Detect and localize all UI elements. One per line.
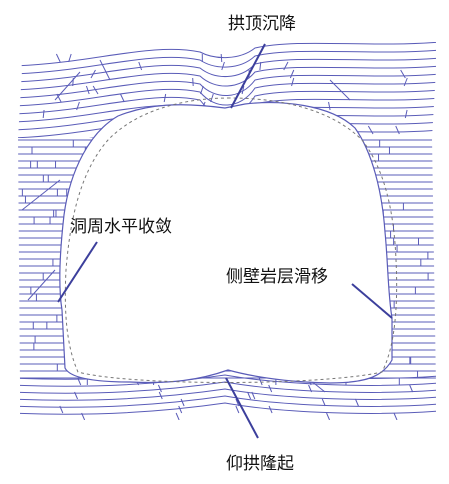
rock-joint xyxy=(210,93,214,103)
rock-joint xyxy=(26,142,27,150)
rock-joint xyxy=(404,109,408,119)
rock-bedding-line xyxy=(18,42,436,67)
rock-joint xyxy=(291,77,295,87)
rock-joint xyxy=(77,377,82,386)
rock-joint xyxy=(235,405,240,414)
rock-joint xyxy=(321,398,326,407)
rock-bedding-line xyxy=(18,49,436,75)
deformed-tunnel-opening xyxy=(59,102,393,384)
rock-joint xyxy=(61,142,66,150)
rock-bedding-line xyxy=(20,374,436,387)
rock-joint xyxy=(268,384,273,393)
rock-joint xyxy=(326,412,331,420)
convergence-leader xyxy=(57,241,98,303)
rock-fracture xyxy=(329,79,351,101)
rock-bedding-line xyxy=(18,81,436,107)
rock-joint xyxy=(158,391,163,400)
rock-joint xyxy=(42,109,45,119)
rock-joint xyxy=(393,412,398,420)
invert-heave-label: 仰拱隆起 xyxy=(226,454,294,474)
rock-joint xyxy=(92,85,99,95)
rock-joint xyxy=(178,405,183,414)
rock-joint xyxy=(68,53,72,63)
rock-joint xyxy=(85,85,90,95)
rock-fracture xyxy=(21,179,61,211)
rock-joint xyxy=(175,412,180,420)
invert-heave-leader xyxy=(225,377,259,439)
convergence-label: 洞周水平收敛 xyxy=(70,217,172,237)
rock-joint xyxy=(354,398,359,407)
rock-joint xyxy=(76,101,80,111)
rock-bedding-line xyxy=(18,73,436,99)
rock-joint xyxy=(90,69,96,79)
rock-joint xyxy=(241,85,245,95)
rock-fracture xyxy=(54,71,81,101)
rock-joint xyxy=(268,405,273,414)
rock-joint xyxy=(409,384,414,393)
rock-bedding-line xyxy=(20,395,436,408)
rock-joint xyxy=(55,53,61,63)
sidewall-slip-leader xyxy=(351,283,393,319)
crown-settlement-label: 拱顶沉降 xyxy=(228,14,296,34)
rock-joint xyxy=(247,391,252,400)
rock-bedding-line xyxy=(20,388,436,401)
rock-bedding-line xyxy=(18,65,436,91)
rock-joint xyxy=(400,69,406,79)
rock-joint xyxy=(220,53,223,63)
rock-fracture xyxy=(27,269,56,301)
rock-joint xyxy=(395,125,400,135)
rock-bedding-line xyxy=(18,57,436,83)
rock-joint xyxy=(74,391,79,400)
sidewall-slip-label: 侧壁岩层滑移 xyxy=(226,267,328,287)
rock-bedding-line xyxy=(20,402,436,415)
rock-joint xyxy=(180,398,185,407)
rock-joint xyxy=(120,93,125,103)
rock-joint xyxy=(289,69,295,79)
rock-joint xyxy=(138,61,143,71)
rock-joint xyxy=(192,77,194,87)
rock-fracture xyxy=(99,59,111,81)
rock-joint xyxy=(283,61,289,71)
rock-bedding-line xyxy=(20,381,436,394)
rock-joint xyxy=(59,405,64,414)
rock-joint xyxy=(221,61,225,71)
rock-joint xyxy=(81,412,86,420)
rock-joint xyxy=(367,125,374,135)
rock-joint xyxy=(258,377,263,386)
rock-joint xyxy=(403,77,408,87)
rock-joint xyxy=(328,101,331,111)
crown-settlement-leader xyxy=(230,43,266,109)
rock-joint xyxy=(56,93,62,103)
rock-joint xyxy=(157,384,162,393)
